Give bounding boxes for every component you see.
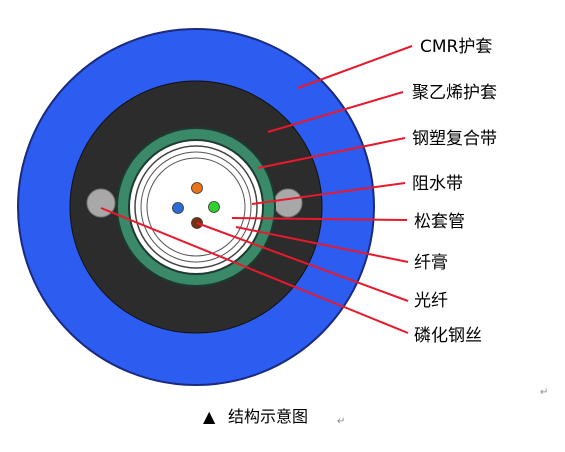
label-cmr-sheath: CMR护套 [420,37,492,57]
label-optical-fiber: 光纤 [414,291,448,311]
caption-triangle-icon: ▲ [203,407,216,426]
label-steel-plastic-tape: 钢塑复合带 [412,129,497,149]
paragraph-mark-icon: ↵ [540,387,548,398]
leader-line-steel-plastic-tape [257,137,406,169]
leader-line-loose-tube [231,217,408,221]
caption-paragraph-mark-icon: ↵ [337,416,345,427]
leader-line-optical-fiber [196,222,409,302]
leader-line-phosphated-steel-wire [100,207,409,334]
label-loose-tube: 松套管 [414,212,465,232]
label-pe-sheath: 聚乙烯护套 [412,83,497,103]
label-phosphated-steel-wire: 磷化钢丝 [414,326,482,346]
fiber-blue [172,202,184,214]
leader-line-fiber-gel [235,226,409,263]
loose-tube-inner [146,157,246,257]
leader-line-water-blocking-tape [251,182,406,205]
leader-line-pe-sheath [267,91,404,133]
steel-wire-right [273,188,303,218]
caption-text: 结构示意图 [228,407,308,426]
label-fiber-gel: 纤膏 [414,252,448,273]
label-water-blocking-tape: 阻水带 [412,174,463,194]
leader-line-cmr-sheath [297,45,413,89]
fiber-orange [191,182,203,194]
fiber-green [208,201,220,213]
